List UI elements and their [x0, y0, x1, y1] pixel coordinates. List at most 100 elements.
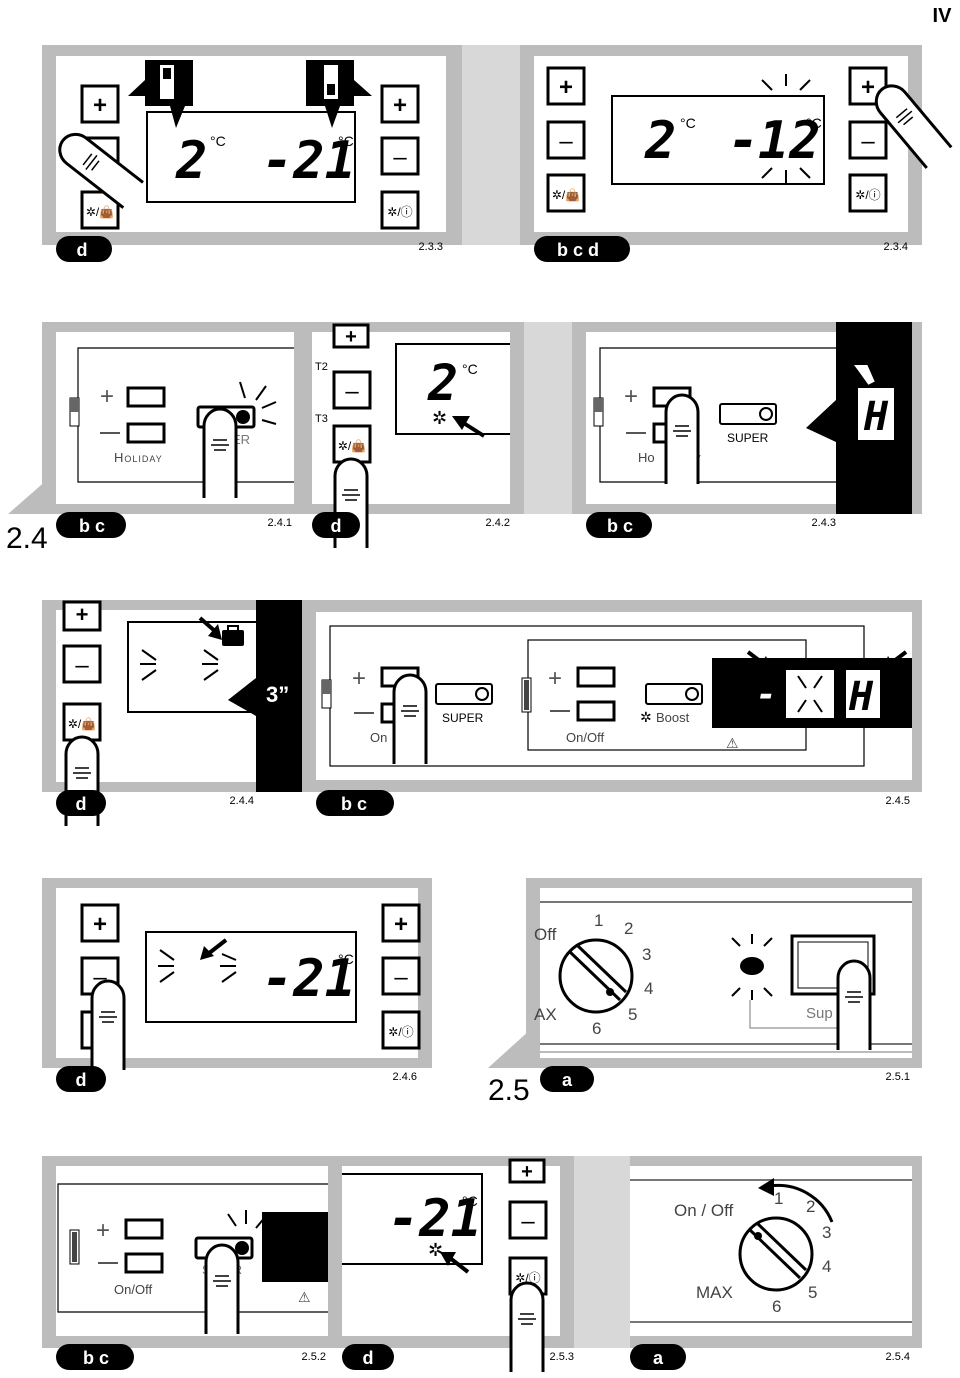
- holiday-button[interactable]: ✲/👜: [332, 424, 372, 464]
- timer-label: 3”: [266, 682, 289, 707]
- indicator-light: [740, 957, 764, 975]
- super-label: SUPER: [727, 431, 769, 445]
- finger-icon: [836, 959, 872, 1052]
- panel-number: 2.5.3: [550, 1351, 574, 1363]
- minus-button[interactable]: –: [62, 644, 102, 684]
- dial-number: 2: [624, 919, 633, 938]
- onoff-button[interactable]: ✲/ⓘ: [508, 1256, 548, 1296]
- plus-button-right[interactable]: +: [381, 903, 421, 943]
- h-display: H: [848, 674, 874, 720]
- panel-tag: a: [562, 1070, 573, 1090]
- holiday-button[interactable]: ✲/👜: [80, 190, 120, 230]
- blink-rays-icon: [797, 675, 823, 713]
- celsius-unit: °C: [210, 133, 226, 149]
- holiday-button[interactable]: ✲/👜: [62, 702, 102, 742]
- temp-display: 2: [427, 354, 458, 412]
- svg-text:–: –: [559, 128, 573, 155]
- svg-text:+: +: [393, 92, 407, 119]
- svg-text:–: –: [75, 652, 89, 679]
- minus-button-right[interactable]: –: [380, 136, 420, 176]
- dial-off-label: Off: [534, 925, 557, 944]
- temp-right: -21: [262, 131, 356, 191]
- rotate-arrow-icon: [758, 1178, 834, 1223]
- minus-button-right[interactable]: –: [381, 956, 421, 996]
- display-dash: -: [756, 675, 776, 715]
- plus-button[interactable]: +: [80, 903, 120, 943]
- svg-text:+: +: [394, 911, 408, 938]
- panel-tag: d: [77, 240, 88, 260]
- celsius-unit: °C: [462, 361, 478, 377]
- finger-icon: [509, 1281, 545, 1374]
- temp-right: -21: [262, 949, 356, 1009]
- panel-2-4-1: + Holiday ER b c 2.4.1: [42, 322, 310, 538]
- blink-rays-icon: [158, 949, 237, 983]
- snowflake-icon: ✲: [640, 709, 652, 725]
- temperature-dial[interactable]: [558, 938, 634, 1014]
- dial-onoff-label: On / Off: [674, 1201, 733, 1220]
- minus-button-right[interactable]: –: [848, 120, 888, 160]
- plus-button-right[interactable]: +: [848, 66, 888, 106]
- panel-tag: b c: [341, 794, 367, 814]
- celsius-unit: °C: [462, 1193, 478, 1209]
- panel-number: 2.3.4: [884, 241, 908, 253]
- panel-number: 2.4.5: [886, 795, 910, 807]
- display-callout-right-icon: [306, 60, 372, 128]
- dial-number: 3: [822, 1223, 831, 1242]
- panel-tag: b c: [79, 516, 105, 536]
- svg-text:+: +: [624, 383, 638, 410]
- blink-rays-icon: [761, 74, 811, 184]
- celsius-unit-right: °C: [338, 133, 354, 149]
- svg-text:✲/ⓘ: ✲/ⓘ: [387, 205, 412, 219]
- minus-button[interactable]: –: [508, 1200, 548, 1240]
- svg-text:+: +: [345, 326, 357, 348]
- holiday-partial-label: Ho: [638, 450, 655, 465]
- panel-number: 2.4.2: [486, 517, 510, 529]
- svg-text:–: –: [861, 128, 875, 155]
- plus-button-right[interactable]: +: [380, 84, 420, 124]
- onoff-button[interactable]: ✲/ⓘ: [848, 173, 888, 213]
- panel-number: 2.3.3: [419, 241, 443, 253]
- svg-text:+: +: [100, 383, 114, 410]
- panel-2-5-2: + On/Off S R ⚠ b c 2.5.2: [42, 1156, 342, 1370]
- holiday-label: Holiday: [114, 450, 163, 465]
- holiday-button[interactable]: ✲/👜: [546, 173, 586, 213]
- minus-button[interactable]: –: [332, 370, 372, 410]
- dial-max-label: MAX: [696, 1283, 733, 1302]
- plus-button[interactable]: +: [80, 84, 120, 124]
- temp-left: 2: [644, 111, 676, 171]
- blink-rays-icon: [239, 381, 277, 425]
- section-label-2-4: 2.4: [6, 522, 48, 555]
- finger-icon: [204, 1243, 240, 1336]
- minus-button[interactable]: –: [546, 120, 586, 160]
- svg-text:–: –: [394, 964, 408, 991]
- onoff-button[interactable]: ✲/ⓘ: [381, 1010, 421, 1050]
- blink-rays-icon: [731, 934, 773, 1000]
- celsius-unit: °C: [680, 115, 696, 131]
- section-label-2-5: 2.5: [488, 1074, 530, 1107]
- dial-max-label: AX: [534, 1005, 557, 1024]
- panel-tag: b c d: [557, 240, 599, 260]
- temp-right-blinking: 12: [758, 111, 821, 171]
- panel-2-5-3: -21 °C ✲ + – ✲/ⓘ d 2.5.3: [334, 1156, 574, 1374]
- panel-number: 2.5.1: [886, 1071, 910, 1083]
- arrow-icon: [746, 650, 772, 670]
- svg-text:+: +: [861, 74, 875, 101]
- panel-2-4-4: + – ✲/👜 3” d 2.4.4: [42, 600, 302, 828]
- panel-2-3-4: + – ✲/👜 + – ✲/ⓘ 2 °C - 12 °C b c d 2.3.4: [520, 45, 953, 262]
- warning-icon: ⚠: [726, 735, 739, 751]
- page-label: IV: [933, 5, 953, 27]
- onoff-button[interactable]: ✲/ⓘ: [380, 190, 420, 230]
- panel-number: 2.4.6: [393, 1071, 417, 1083]
- blink-rays-icon: [140, 649, 219, 681]
- dial-number: 5: [628, 1005, 637, 1024]
- arrow-icon-right: [882, 650, 908, 670]
- svg-text:+: +: [96, 1217, 110, 1244]
- dial-number: 4: [822, 1257, 831, 1276]
- svg-text:+: +: [548, 665, 562, 692]
- svg-text:+: +: [76, 602, 89, 627]
- warning-icon: ⚠: [298, 1289, 311, 1305]
- temperature-dial[interactable]: [738, 1216, 814, 1292]
- dial-number: 6: [592, 1019, 601, 1038]
- plus-button[interactable]: +: [546, 66, 586, 106]
